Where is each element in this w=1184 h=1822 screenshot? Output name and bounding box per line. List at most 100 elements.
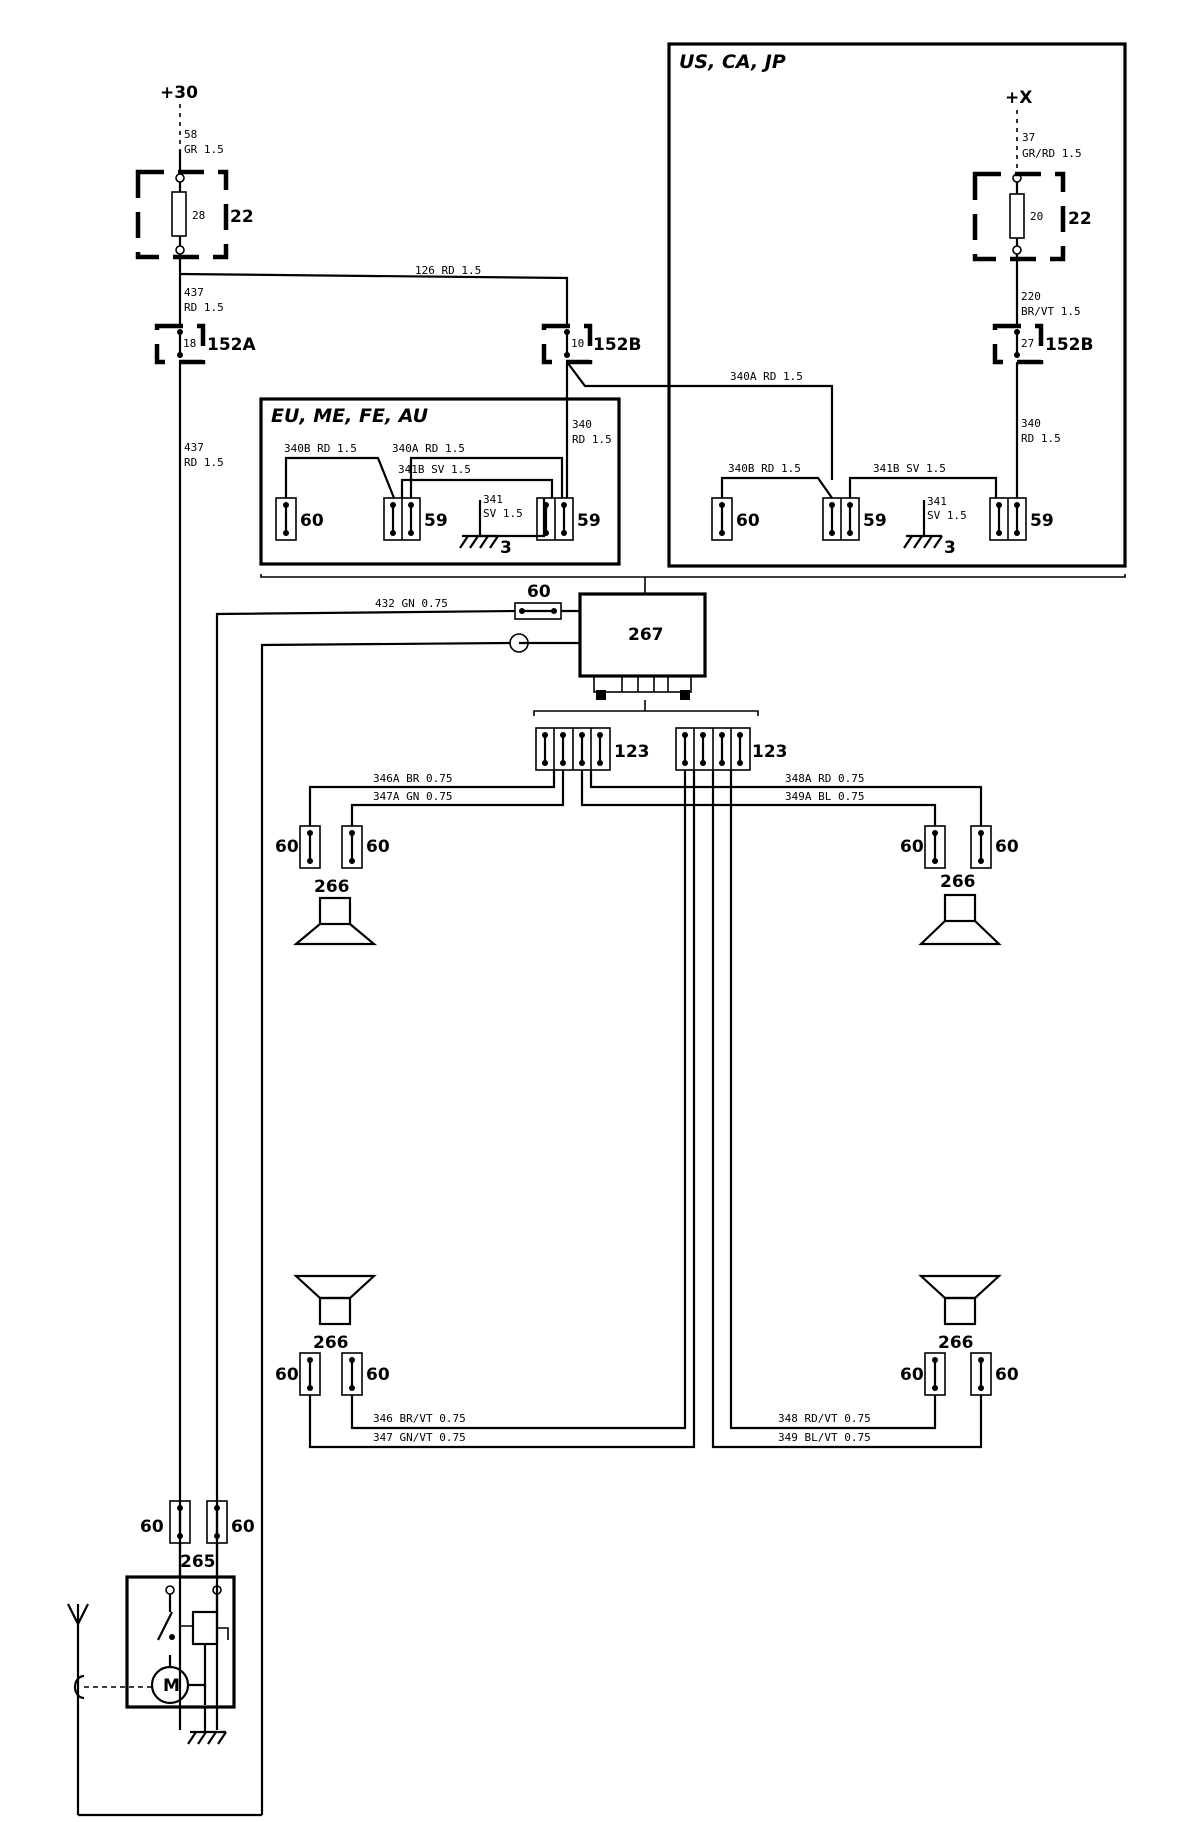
- ground-3-eu-symbol: [459, 534, 499, 549]
- speaker-front-right-label: 266: [940, 872, 976, 892]
- wire-340b-eu-label: 340B RD 1.5: [284, 442, 357, 455]
- antenna-cable-symbol: [260, 633, 580, 1815]
- ground-3-us-symbol: [903, 534, 943, 549]
- connector-123-left-label: 123: [614, 742, 650, 762]
- supply-plusx-label: +X: [1005, 88, 1032, 108]
- connector-60-rl-b-label: 60: [366, 1365, 390, 1385]
- fuse-20-symbol: [1009, 193, 1025, 239]
- wire-58-spec: GR 1.5: [184, 143, 224, 156]
- connector-60-fl-a: [299, 825, 321, 869]
- pin-27-label: 27: [1021, 337, 1034, 350]
- wire-341-eu-number: 341: [483, 493, 503, 506]
- connector-60-radio-label: 60: [527, 582, 551, 602]
- connector-60-fr-b: [970, 825, 992, 869]
- speaker-front-right-icon: 266: [918, 872, 1002, 946]
- connector-152b-right-label: 152B: [1045, 335, 1093, 355]
- antenna-switch-symbol: [157, 1611, 173, 1641]
- wire-437a-spec: RD 1.5: [184, 301, 224, 314]
- supply-plus30-label: +30: [160, 83, 198, 103]
- wire-340-spec: RD 1.5: [572, 433, 612, 446]
- wire-340a-eu-label: 340A RD 1.5: [392, 442, 465, 455]
- antenna-motor-label: 265: [180, 1552, 216, 1572]
- wire-349a-label: 349A BL 0.75: [785, 790, 864, 803]
- pin-10-label: 10: [571, 337, 584, 350]
- connector-152a-label: 152A: [207, 335, 256, 355]
- wire-437b-spec: RD 1.5: [184, 456, 224, 469]
- wire-346-label: 346 BR/VT 0.75: [373, 1412, 466, 1425]
- speaker-rear-right-icon: 266: [918, 1274, 1002, 1353]
- ground-3-us-label: 3: [944, 538, 956, 558]
- wire-220-spec: BR/VT 1.5: [1021, 305, 1081, 318]
- wire-341b-eu-label: 341B SV 1.5: [398, 463, 471, 476]
- region-us: US, CA, JP +X 37 GR/RD 1.5 20 22 220 BR/…: [667, 42, 1127, 568]
- connector-123-right-label: 123: [752, 742, 788, 762]
- wire-348-label: 348 RD/VT 0.75: [778, 1412, 871, 1425]
- connector-60-rr-a: [924, 1352, 946, 1396]
- radio-unit: 267: [578, 592, 707, 700]
- radio-267-label: 267: [628, 625, 664, 645]
- connector-123-right: 123: [675, 727, 788, 771]
- connector-60-fr-a-label: 60: [900, 837, 924, 857]
- connector-59-eu-right-label: 59: [577, 511, 601, 531]
- wire-432-label: 432 GN 0.75: [375, 597, 448, 610]
- wire-341-eu-spec: SV 1.5: [483, 507, 523, 520]
- region-eu-label: EU, ME, FE, AU: [271, 405, 429, 427]
- wire-437a-number: 437: [184, 286, 204, 299]
- connector-60-rl-a-label: 60: [275, 1365, 299, 1385]
- connector-60-fl-b-label: 60: [366, 837, 390, 857]
- connector-59-eu-left-label: 59: [424, 511, 448, 531]
- wire-347a-label: 347A GN 0.75: [373, 790, 452, 803]
- connector-60-rr-b-label: 60: [995, 1365, 1019, 1385]
- region-bracket: [260, 574, 1126, 578]
- speaker-rear-left-label: 266: [313, 1333, 349, 1353]
- connector-152b-left-label: 152B: [593, 335, 641, 355]
- wire-348a-label: 348A RD 0.75: [785, 772, 864, 785]
- connector-59-us-left-label: 59: [863, 511, 887, 531]
- fuse-box-left-label: 22: [230, 207, 254, 227]
- region-us-box: [667, 42, 1127, 568]
- speaker-rear-left-icon: 266: [293, 1274, 377, 1353]
- antenna-ground-icon: [187, 1730, 227, 1745]
- wire-126-label: 126 RD 1.5: [415, 264, 481, 277]
- region-eu: EU, ME, FE, AU 340B RD 1.5 340A RD 1.5 3…: [259, 397, 621, 566]
- fuse-20-label: 20: [1030, 210, 1043, 223]
- wire-349-label: 349 BL/VT 0.75: [778, 1431, 871, 1444]
- connector-60-us-label: 60: [736, 511, 760, 531]
- connector-123-left: 123: [535, 727, 650, 771]
- wire-340b-us-label: 340B RD 1.5: [728, 462, 801, 475]
- relay-coil-symbol: [191, 1610, 219, 1646]
- connector-59-us-right-label: 59: [1030, 511, 1054, 531]
- connector-60-fr-b-label: 60: [995, 837, 1019, 857]
- region-eu-box: [259, 397, 621, 566]
- wire-340-us-number: 340: [1021, 417, 1041, 430]
- fuse-28-symbol: [171, 191, 187, 237]
- connector-60-antenna-b-label: 60: [231, 1517, 255, 1537]
- ground-3-eu-label: 3: [500, 538, 512, 558]
- radio-output-bracket: [533, 710, 759, 716]
- supply-30-branch: +30 58 GR 1.5 28 22 437 RD 1.5 18 152A 4…: [135, 83, 834, 1730]
- wire-340a-us-label: 340A RD 1.5: [730, 370, 803, 383]
- speaker-front-left-icon: 266: [292, 877, 378, 946]
- wire-437b-number: 437: [184, 441, 204, 454]
- fuse-box-left: [135, 169, 229, 260]
- connector-60-antenna-a-label: 60: [140, 1517, 164, 1537]
- wire-346a-label: 346A BR 0.75: [373, 772, 452, 785]
- antenna-motor-unit: 265 M: [125, 1543, 236, 1745]
- wire-341-us-number: 341: [927, 495, 947, 508]
- wire-37-spec: GR/RD 1.5: [1022, 147, 1082, 160]
- connector-60-eu-label: 60: [300, 511, 324, 531]
- connector-60-fl-b: [341, 825, 363, 869]
- pin-18-label: 18: [183, 337, 196, 350]
- fuse-box-right-label: 22: [1068, 209, 1092, 229]
- motor-label: M: [163, 1676, 180, 1696]
- wire-58-number: 58: [184, 128, 197, 141]
- connector-60-rr-a-label: 60: [900, 1365, 924, 1385]
- radio-267-connector-strip: [593, 675, 692, 693]
- wire-347-label: 347 GN/VT 0.75: [373, 1431, 466, 1444]
- wire-340-us-spec: RD 1.5: [1021, 432, 1061, 445]
- antenna-mast-icon: [67, 1603, 152, 1815]
- wire-341b-us-label: 341B SV 1.5: [873, 462, 946, 475]
- speaker-front-left-label: 266: [314, 877, 350, 897]
- fuse-28-label: 28: [192, 209, 205, 222]
